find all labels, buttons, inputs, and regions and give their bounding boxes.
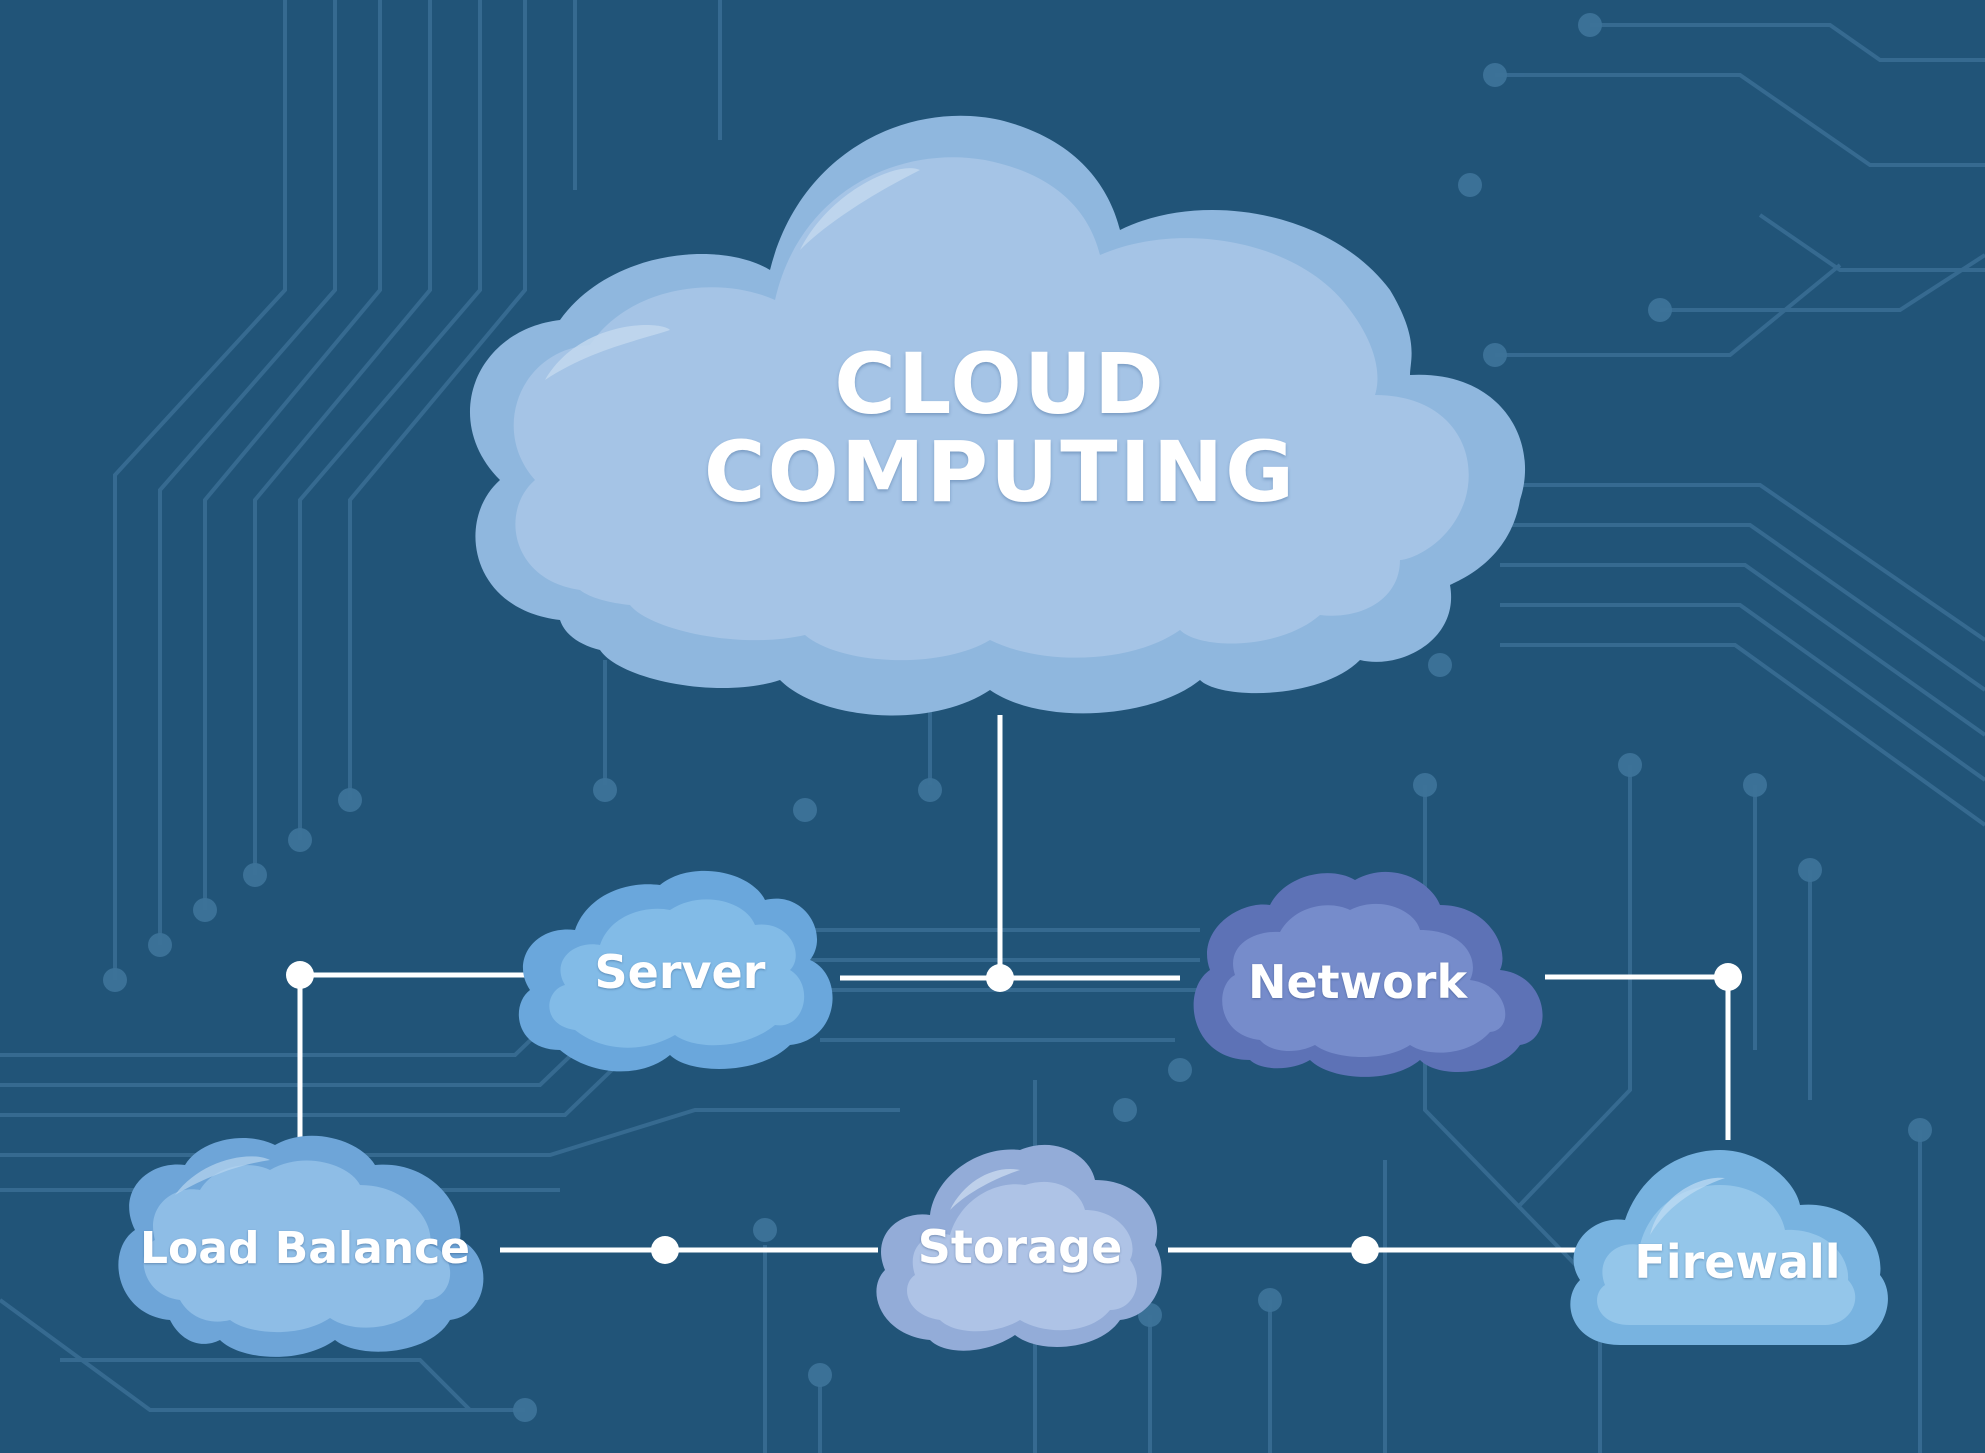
load-balance-label: Load Balance: [139, 1223, 471, 1274]
connector-node: [651, 1236, 679, 1264]
connector-node: [286, 961, 314, 989]
main-title: CLOUD COMPUTING: [640, 340, 1360, 516]
connector-node: [1351, 1236, 1379, 1264]
title-line-2: COMPUTING: [703, 423, 1297, 521]
connector-node: [986, 964, 1014, 992]
server-label: Server: [594, 945, 766, 999]
connector-node: [1714, 963, 1742, 991]
storage-label: Storage: [917, 1220, 1123, 1274]
network-label: Network: [1247, 955, 1468, 1009]
title-line-1: CLOUD: [834, 335, 1166, 433]
firewall-label: Firewall: [1634, 1235, 1841, 1289]
